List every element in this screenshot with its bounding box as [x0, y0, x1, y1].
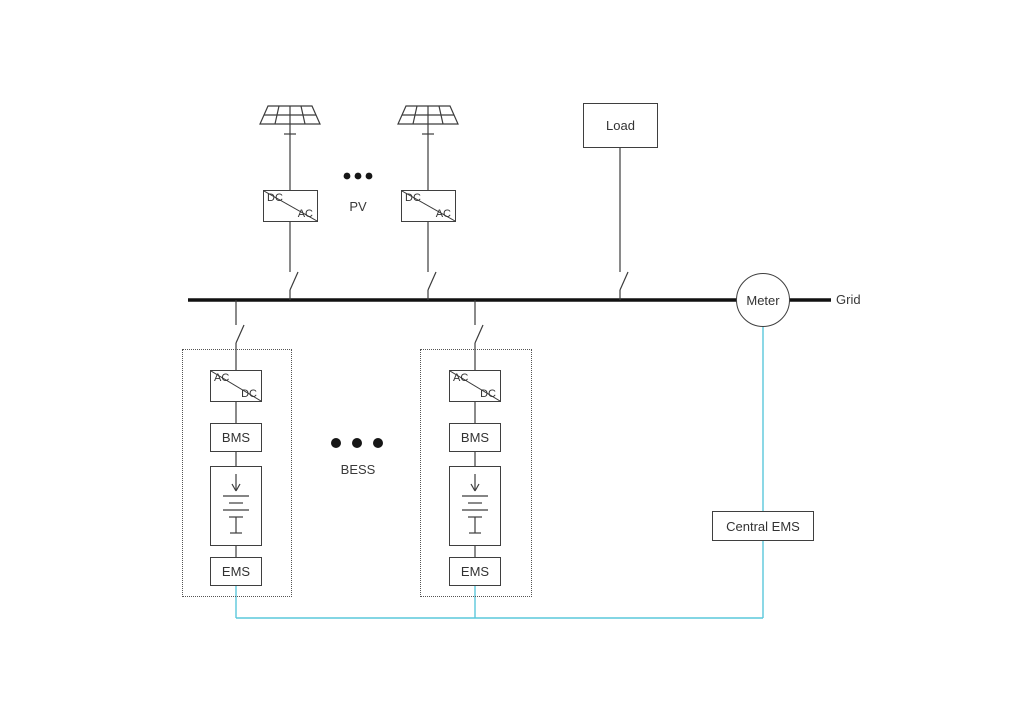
solar-panel-outline	[397, 105, 459, 125]
bess2-converter-dc-label: DC	[480, 388, 496, 400]
battery-arrow	[470, 483, 476, 492]
bess1-converter-dc-label: DC	[241, 388, 257, 400]
meter-node: Meter	[736, 273, 790, 327]
pv2-breaker-icon	[427, 271, 437, 291]
bess2-ems-label: EMS	[460, 564, 490, 579]
battery-arrow	[474, 483, 480, 492]
grid-label: Grid	[836, 292, 861, 307]
bess-ellipsis-dot	[331, 438, 341, 448]
load-label: Load	[606, 118, 635, 133]
pv2-inverter-ac-label: AC	[435, 208, 451, 220]
bess2-breaker-icon	[474, 324, 484, 344]
bess-ellipsis-dot	[352, 438, 362, 448]
central-ems-label: Central EMS	[726, 518, 800, 534]
bess2-bms-box: BMS	[449, 423, 501, 452]
bess-unit-container	[182, 349, 292, 597]
solar-panel-icon	[397, 105, 459, 135]
bess-ellipsis-dot	[373, 438, 383, 448]
bess2-bms-label: BMS	[460, 430, 490, 445]
pv-ellipsis-dot	[343, 172, 351, 180]
meter-label: Meter	[746, 292, 780, 308]
bess2-ems-box: EMS	[449, 557, 501, 586]
bess1-converter-box: AC DC	[210, 370, 262, 402]
bess1-breaker-icon	[235, 324, 245, 344]
pv1-inverter-box: DC AC	[263, 190, 318, 222]
battery-icon	[462, 474, 488, 534]
pv-group-label: PV	[349, 199, 367, 214]
bess1-ems-label: EMS	[221, 564, 251, 579]
bess1-bms-label: BMS	[221, 430, 251, 445]
battery-arrow	[235, 483, 241, 492]
bess2-converter-ac-label: AC	[453, 372, 469, 384]
bess1-converter-ac-label: AC	[214, 372, 230, 384]
pv2-inverter-dc-label: DC	[405, 192, 421, 204]
bess-group-label: BESS	[340, 462, 376, 477]
bess1-bms-box: BMS	[210, 423, 262, 452]
load-box: Load	[583, 103, 658, 148]
pv1-inverter-ac-label: AC	[297, 208, 313, 220]
pv-ellipsis-dot	[354, 172, 362, 180]
load-breaker-icon	[619, 271, 629, 291]
central-ems-box: Central EMS	[712, 511, 814, 541]
bess1-battery-box	[210, 466, 262, 546]
pv1-breaker-icon	[289, 271, 299, 291]
bess-unit-container	[420, 349, 532, 597]
pv-ellipsis-dot	[365, 172, 373, 180]
battery-arrow	[231, 483, 237, 492]
bess1-ems-box: EMS	[210, 557, 262, 586]
battery-icon	[223, 474, 249, 534]
bess2-battery-box	[449, 466, 501, 546]
solar-panel-outline	[259, 105, 321, 125]
bess2-converter-box: AC DC	[449, 370, 501, 402]
solar-panel-icon	[259, 105, 321, 135]
pv2-inverter-box: DC AC	[401, 190, 456, 222]
pv1-inverter-dc-label: DC	[267, 192, 283, 204]
